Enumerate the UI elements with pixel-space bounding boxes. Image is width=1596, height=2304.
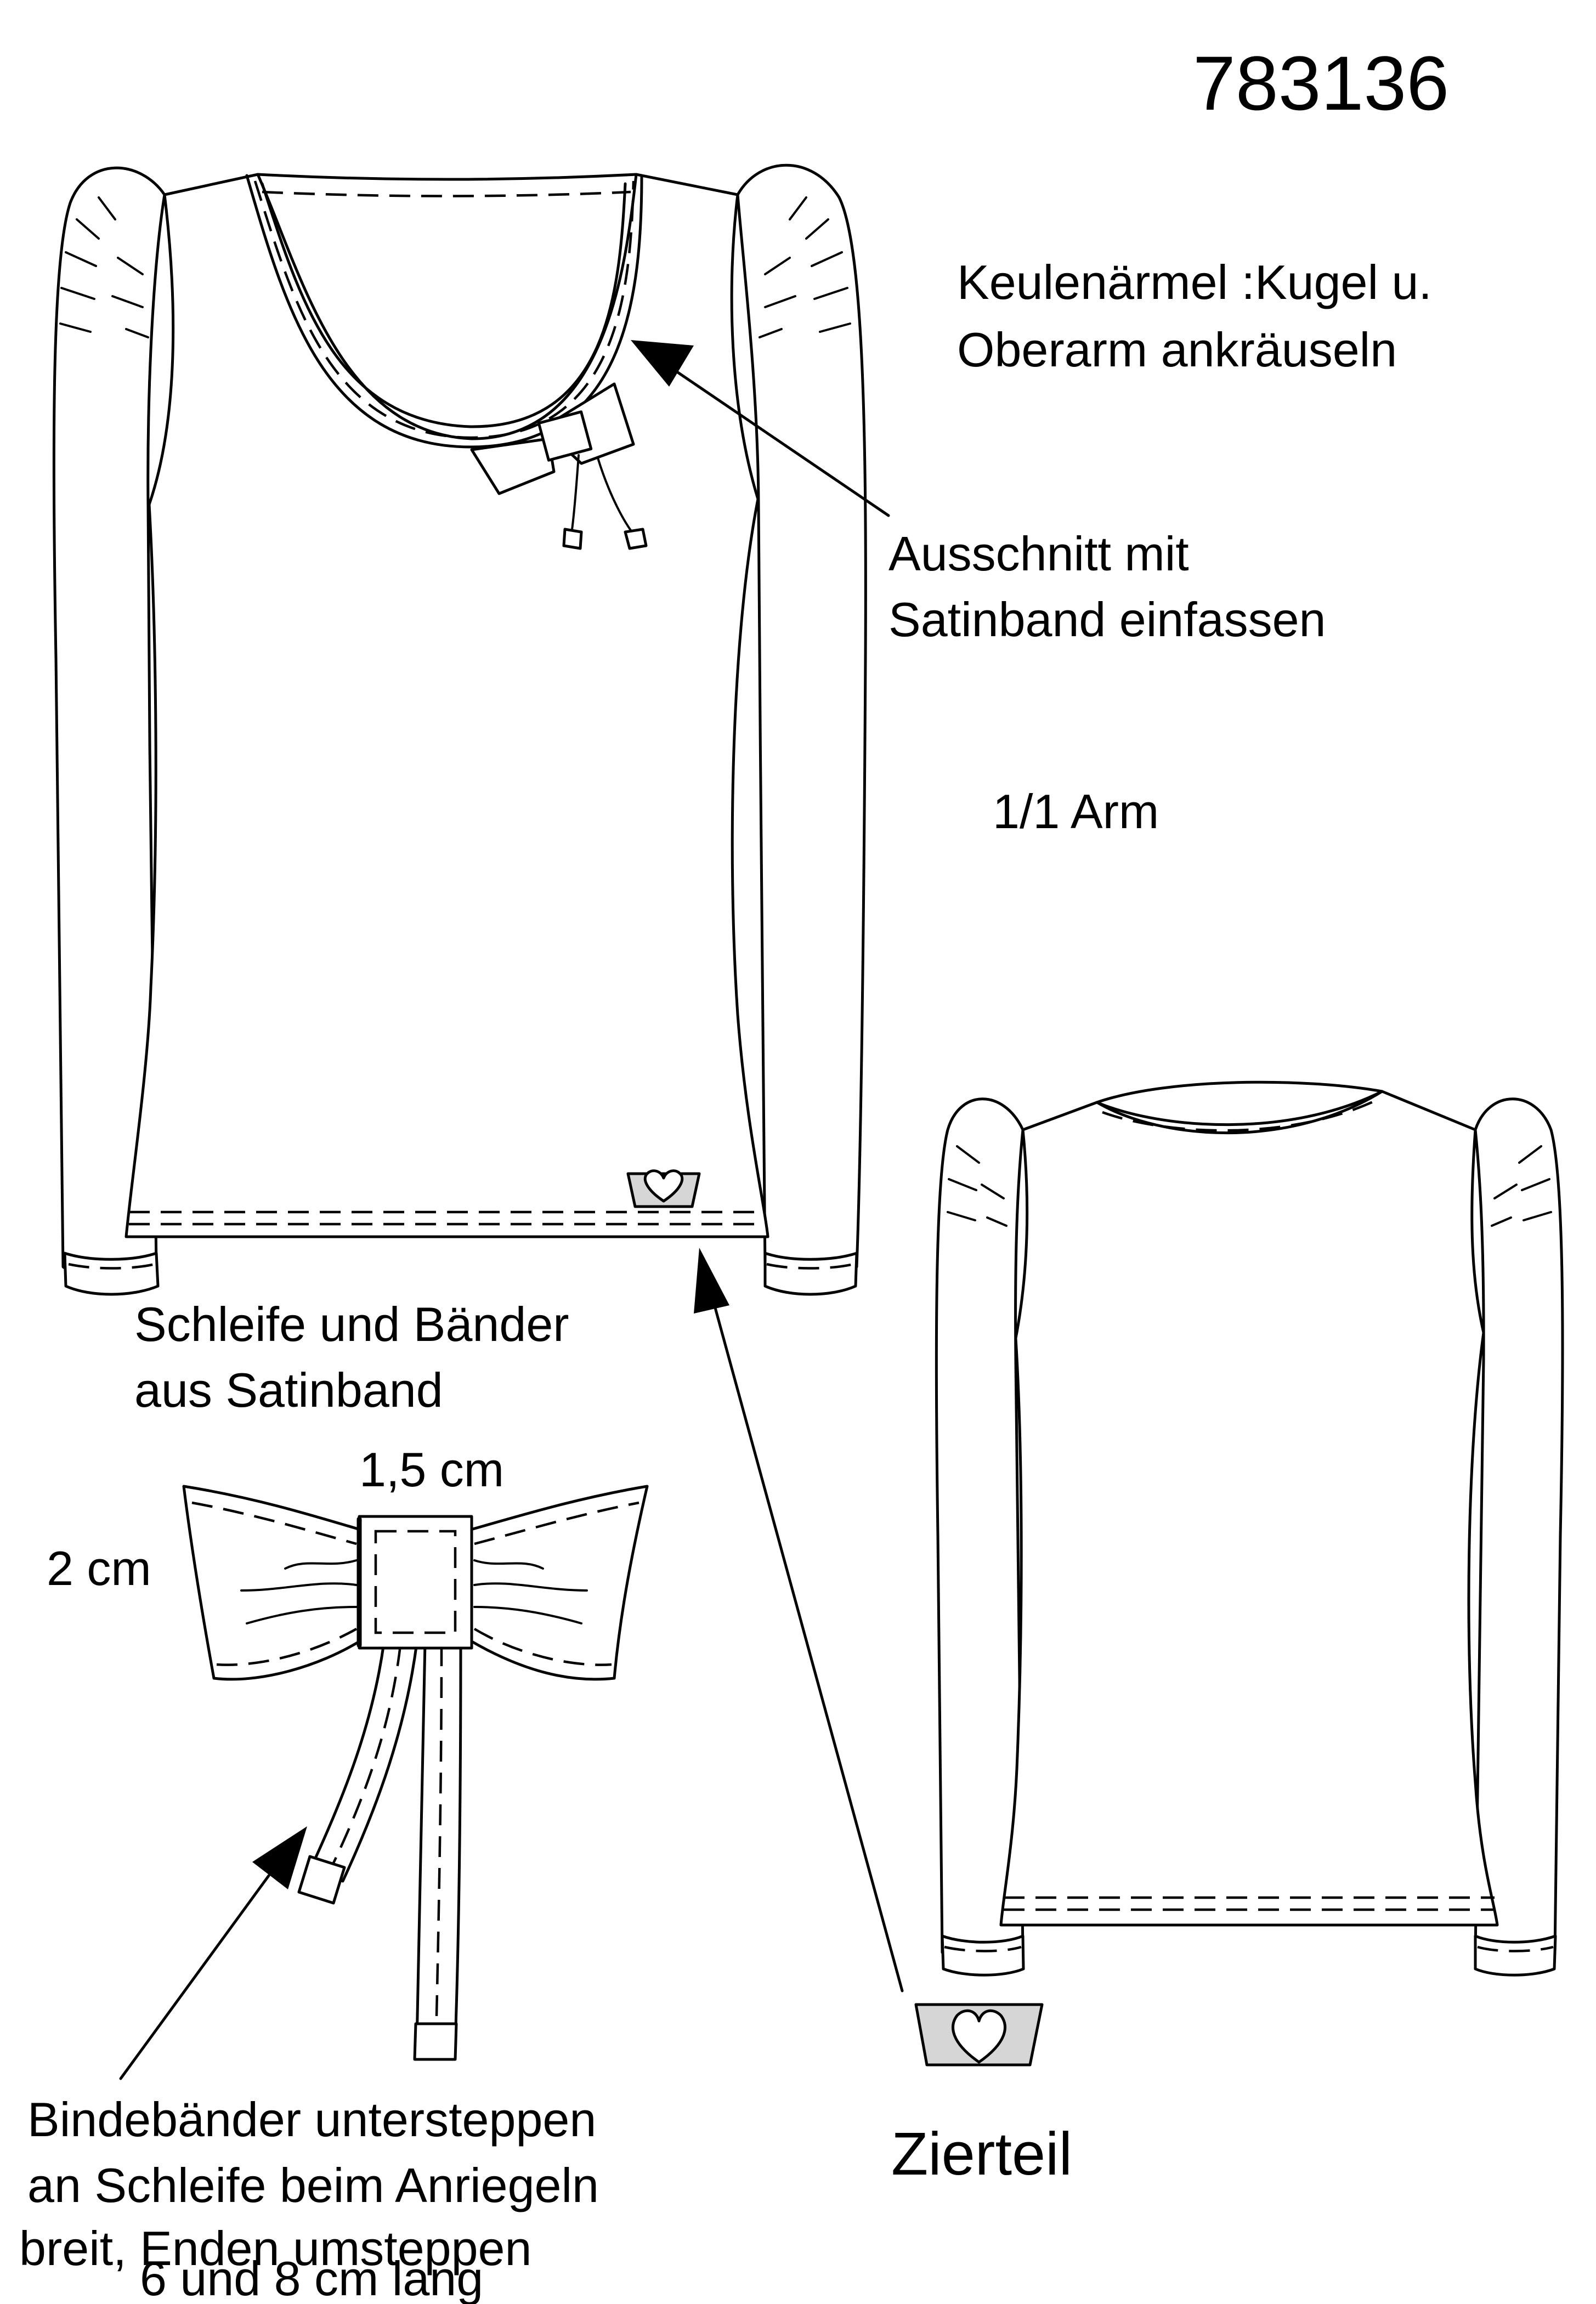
- bow-left-gathers: [240, 1559, 358, 1624]
- bow-center-stitch: [374, 1530, 457, 1634]
- bow-center-width-label: 1,5 cm: [359, 1442, 504, 1497]
- bow-short-tie-end: [297, 1855, 346, 1905]
- front-bodice: [124, 173, 769, 1238]
- back-left-sleeve-gathers: [947, 1145, 1008, 1227]
- bow-right-gathers: [473, 1559, 588, 1624]
- front-neckline-bow: [470, 382, 648, 550]
- front-view-garment: [52, 163, 867, 1296]
- back-left-cuff-stitch: [944, 1945, 1022, 1952]
- sleeve-length-label: 1/1 Arm: [993, 784, 1159, 839]
- front-left-cuff: [63, 1252, 160, 1296]
- tie-length-label: 6 und 8 cm lang: [140, 2251, 483, 2304]
- back-right-sleeve-gathers: [1491, 1145, 1552, 1227]
- bow-short-tie: [308, 1641, 418, 1883]
- front-right-cuff: [763, 1252, 858, 1296]
- bow-right-stitch-bottom: [473, 1628, 612, 1666]
- front-neckline-binding-outer: [245, 174, 643, 449]
- front-right-cuff-stitch: [766, 1263, 854, 1270]
- bow-note-line1: Schleife und Bänder: [134, 1297, 569, 1351]
- back-neckline-stitch: [1102, 1098, 1378, 1132]
- neckline-note-line1: Ausschnitt mit: [888, 527, 1189, 581]
- front-hem-ornament: [626, 1169, 701, 1208]
- zierteil-label: Zierteil: [891, 2120, 1072, 2188]
- neckline-arrow: [631, 340, 890, 517]
- bow-right-stitch-top: [474, 1501, 639, 1546]
- neckline-note-line2: Satinband einfassen: [888, 592, 1326, 647]
- bow-center-knot: [358, 1515, 473, 1650]
- bow-left-stitch-bottom: [216, 1628, 358, 1666]
- zierteil-arrow: [694, 1248, 904, 1992]
- tie-arrow: [119, 1826, 307, 2080]
- front-right-sleeve: [736, 163, 867, 1283]
- front-left-cuff-stitch: [68, 1263, 155, 1270]
- bow-height-label: 2 cm: [47, 1541, 151, 1595]
- front-neckline-binding: [261, 182, 627, 428]
- back-view-garment: [935, 1080, 1564, 1977]
- zierteil-ornament: [914, 2003, 1044, 2067]
- bow-left-loop: [182, 1485, 364, 1681]
- bow-long-tie-end: [413, 2022, 458, 2061]
- tie-note-line1: Bindebänder untersteppen: [27, 2092, 596, 2147]
- tie-note-line3: breit, Enden umsteppen: [19, 2221, 531, 2275]
- front-neckline-stitch: [253, 180, 635, 439]
- style-number: 783136: [1193, 40, 1449, 126]
- back-bodice: [999, 1090, 1499, 1927]
- front-left-sleeve-gathers: [59, 196, 149, 338]
- sleeve-note-line2: Oberarm ankräuseln: [957, 322, 1397, 377]
- bow-short-tie-stitch: [326, 1645, 402, 1876]
- back-right-cuff: [1474, 1934, 1557, 1977]
- front-left-sleeve: [52, 166, 166, 1283]
- front-back-neckline: [256, 173, 638, 181]
- sleeve-note-line1: Keulenärmel :Kugel u.: [957, 255, 1432, 309]
- back-left-sleeve: [935, 1097, 1025, 1966]
- bow-long-tie-stitch: [434, 1645, 443, 2041]
- bow-detail: [182, 1485, 649, 2061]
- back-right-cuff-stitch: [1477, 1945, 1554, 1952]
- back-right-sleeve: [1474, 1097, 1564, 1966]
- bow-note-line2: aus Satinband: [134, 1363, 443, 1417]
- back-neckline-binding: [1095, 1090, 1384, 1126]
- front-right-sleeve-gathers: [759, 196, 851, 338]
- back-shoulder-line: [1095, 1080, 1384, 1104]
- front-back-neckline-stitch: [262, 190, 631, 197]
- tie-note-line2: an Schleife beim Anriegeln: [27, 2158, 599, 2212]
- back-left-cuff: [941, 1934, 1025, 1977]
